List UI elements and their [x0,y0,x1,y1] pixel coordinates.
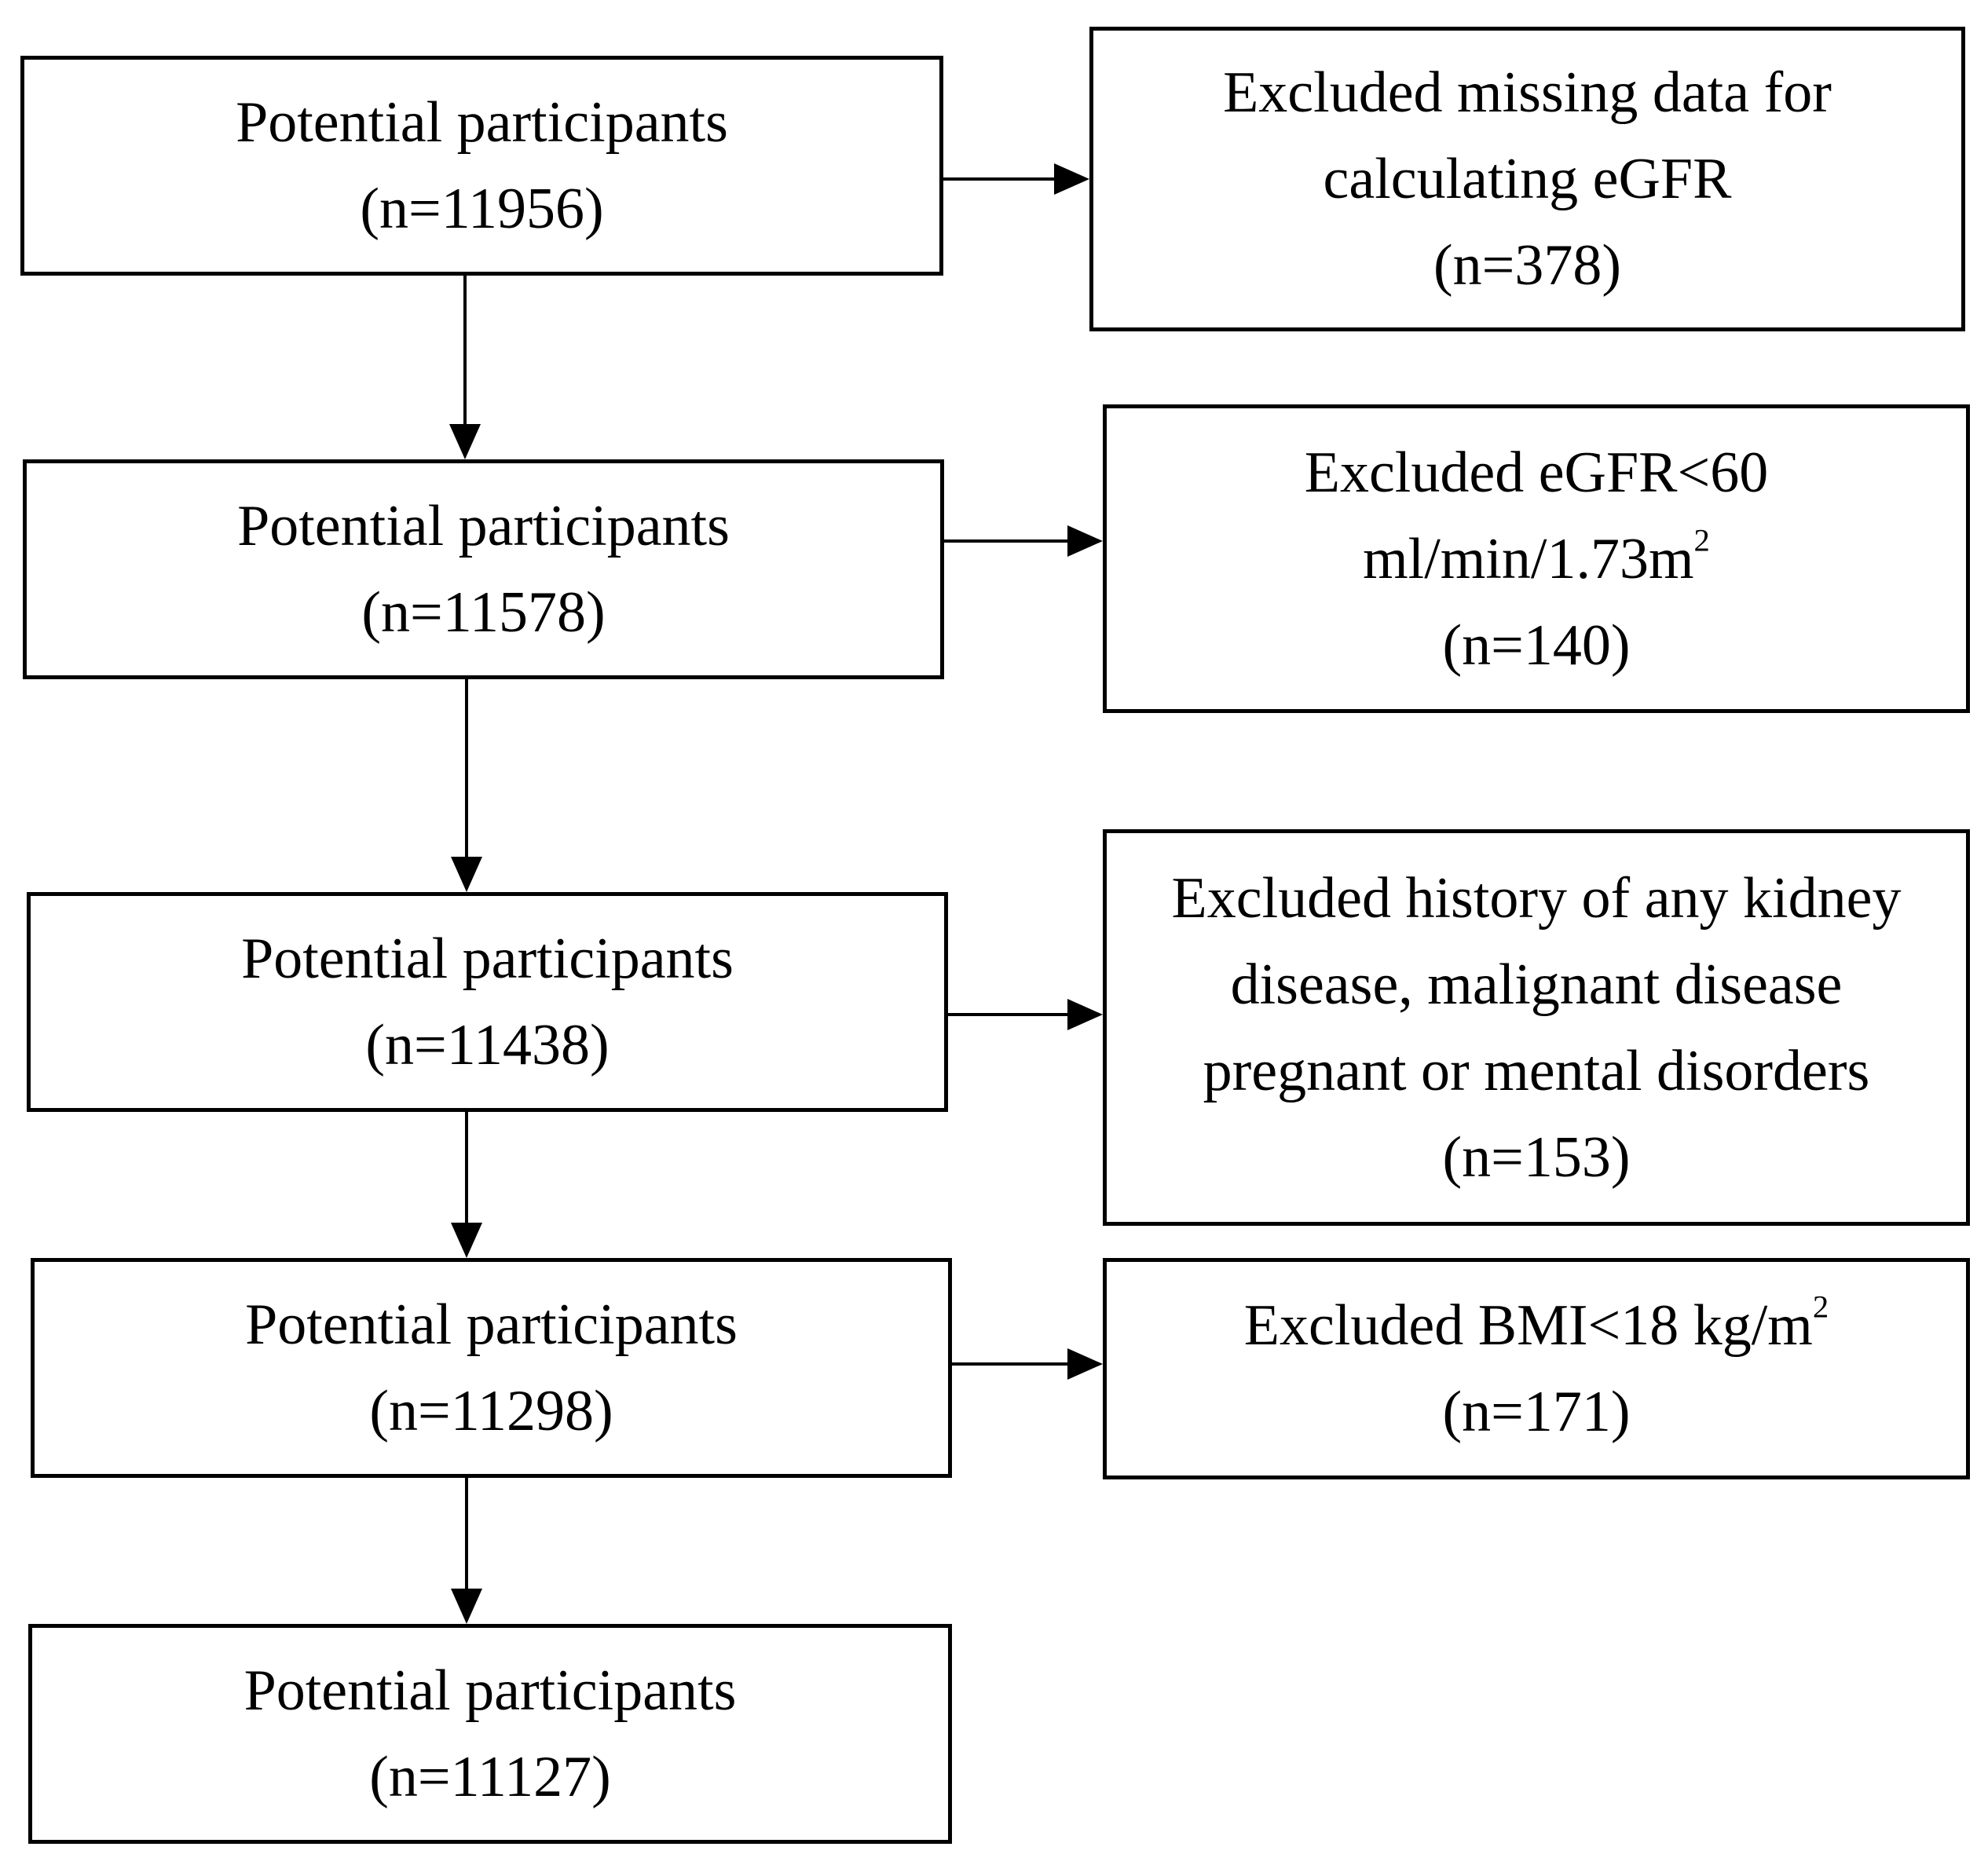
exclusion-count: (n=171) [1442,1380,1631,1444]
main-box-count: (n=11578) [361,580,606,645]
exclusion-text: Excluded BMI<18 kg/m [1243,1293,1813,1358]
exclusion-box-2: Excluded eGFR<60 ml/min/1.73m2 (n=140) [1103,404,1970,713]
arrowhead-right-1 [1054,163,1089,195]
exclusion-box-3: Excluded history of any kidney disease, … [1103,829,1970,1226]
exclusion-count: (n=153) [1442,1124,1631,1190]
superscript: 2 [1812,1289,1829,1325]
main-box-label: Potential participants [241,927,734,991]
exclusion-line-with-superscript: Excluded BMI<18 kg/m2 [1244,1282,1829,1369]
main-box-2: Potential participants (n=11578) [23,459,944,679]
arrowhead-down-1 [449,424,481,459]
exclusion-line: disease, malignant disease [1230,952,1843,1017]
main-box-count: (n=11956) [360,177,604,241]
main-box-5: Potential participants (n=11127) [28,1624,952,1844]
arrowhead-right-3 [1067,999,1103,1030]
arrowhead-down-3 [451,1223,482,1258]
main-box-label: Potential participants [236,90,728,155]
exclusion-line-with-superscript: ml/min/1.73m2 [1363,516,1710,602]
main-box-count: (n=11438) [365,1013,610,1077]
exclusion-line: calculating eGFR [1323,147,1732,211]
exclusion-line: pregnant or mental disorders [1203,1038,1870,1103]
exclusion-box-1: Excluded missing data for calculating eG… [1089,27,1965,331]
exclusion-box-4: Excluded BMI<18 kg/m2 (n=171) [1103,1258,1970,1479]
main-box-label: Potential participants [237,494,730,558]
main-box-label: Potential participants [245,1293,738,1357]
main-box-label: Potential participants [243,1658,737,1723]
arrowhead-right-2 [1067,525,1103,557]
main-box-count: (n=11298) [369,1379,613,1443]
arrowhead-down-2 [451,857,482,892]
exclusion-count: (n=140) [1442,613,1631,678]
exclusion-count: (n=378) [1433,233,1622,298]
exclusion-line: Excluded eGFR<60 [1304,440,1769,505]
main-box-3: Potential participants (n=11438) [27,892,948,1112]
main-box-count: (n=11127) [369,1745,611,1809]
exclusion-unit-text: ml/min/1.73m [1363,526,1694,591]
main-box-1: Potential participants (n=11956) [20,56,943,276]
exclusion-line: Excluded history of any kidney [1171,865,1902,931]
superscript: 2 [1693,521,1710,558]
arrowhead-right-4 [1067,1348,1103,1380]
exclusion-line: Excluded missing data for [1223,60,1832,125]
main-box-4: Potential participants (n=11298) [31,1258,952,1478]
arrowhead-down-4 [451,1589,482,1624]
